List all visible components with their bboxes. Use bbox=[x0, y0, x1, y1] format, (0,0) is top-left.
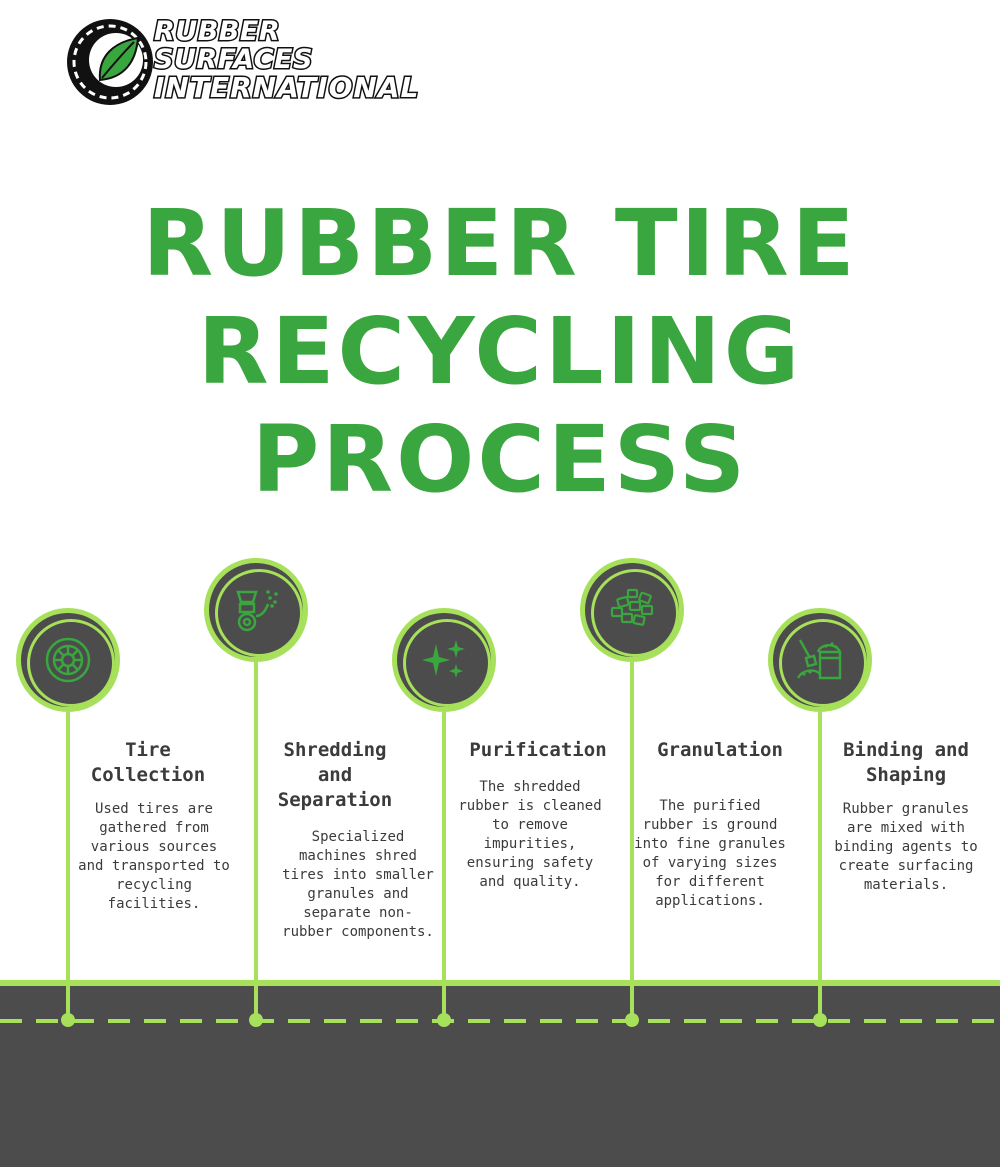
road-center-dashes bbox=[0, 1019, 1000, 1023]
step-4-icon-badge bbox=[580, 558, 684, 662]
step-4-description: The purified rubber is ground into fine … bbox=[634, 798, 786, 909]
logo: RUBBER SURFACES INTERNATIONAL bbox=[64, 16, 456, 108]
logo-wordmark: RUBBER SURFACES INTERNATIONAL bbox=[152, 16, 420, 104]
shredder-icon bbox=[236, 590, 278, 632]
step-3-icon-badge bbox=[392, 608, 496, 712]
step-2-node bbox=[249, 1013, 263, 1027]
step-5-node bbox=[813, 1013, 827, 1027]
step-4-title: Granulation bbox=[657, 739, 783, 761]
step-5-stem bbox=[818, 712, 822, 1020]
road-band bbox=[0, 980, 1000, 1167]
step-5-title: Binding and Shaping bbox=[843, 739, 969, 786]
step-4-node bbox=[625, 1013, 639, 1027]
binding-icon bbox=[796, 639, 842, 680]
step-1-stem bbox=[66, 712, 70, 1020]
step-2-icon-badge bbox=[204, 558, 308, 662]
page-title: RUBBER TIRE RECYCLING PROCESS bbox=[0, 190, 1000, 514]
step-3-stem bbox=[442, 712, 446, 1020]
logo-line-1: RUBBER bbox=[152, 16, 281, 47]
step-3-title: Purification bbox=[469, 739, 607, 761]
step-1-description: Used tires are gathered from various sou… bbox=[78, 801, 230, 912]
step-5-icon-badge bbox=[768, 608, 872, 712]
granules-icon bbox=[610, 588, 654, 626]
logo-line-2: SURFACES bbox=[152, 44, 313, 75]
step-4-stem bbox=[630, 662, 634, 1020]
tire-leaf-logo-icon bbox=[67, 19, 153, 105]
title-line-1: RUBBER TIRE bbox=[142, 190, 858, 297]
step-3-node bbox=[437, 1013, 451, 1027]
road-edge-line bbox=[0, 980, 1000, 986]
title-line-3: PROCESS bbox=[251, 406, 749, 513]
logo-line-3: INTERNATIONAL bbox=[152, 71, 420, 104]
step-1-icon-badge bbox=[16, 608, 120, 712]
step-2-title: Shredding and Separation bbox=[277, 739, 393, 811]
step-2-stem bbox=[254, 662, 258, 1020]
step-2-description: Specialized machines shred tires into sm… bbox=[282, 829, 434, 940]
step-5-description: Rubber granules are mixed with binding a… bbox=[834, 801, 978, 893]
step-1-node bbox=[61, 1013, 75, 1027]
title-line-2: RECYCLING bbox=[197, 298, 803, 405]
step-1-title: Tire Collection bbox=[90, 739, 206, 786]
step-3-description: The shredded rubber is cleaned to remove… bbox=[458, 779, 602, 890]
sparkle-icon bbox=[422, 640, 465, 678]
tire-icon bbox=[45, 637, 91, 683]
